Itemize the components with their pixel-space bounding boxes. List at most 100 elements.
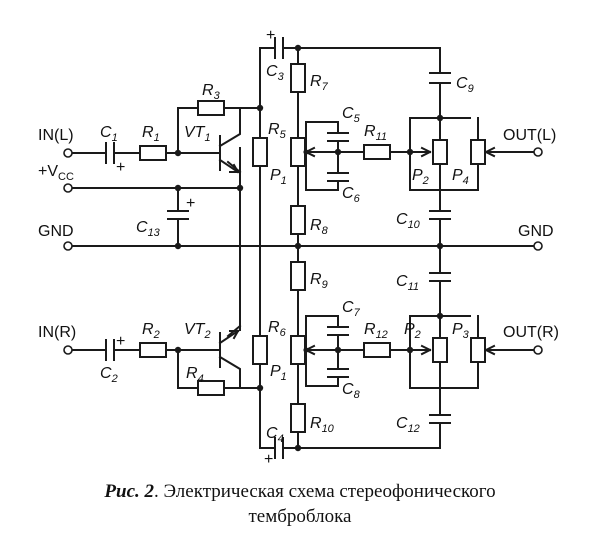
- potentiometer-p4: [470, 139, 486, 165]
- polarity-c13: +: [186, 195, 195, 212]
- label-p3: P3: [452, 321, 470, 341]
- capacitor-c5: [327, 132, 349, 142]
- capacitor-c6: [327, 172, 349, 182]
- label-p4: P4: [452, 167, 469, 187]
- label-vt1: VT1: [184, 124, 211, 144]
- polarity-marks: + + + + +: [116, 27, 275, 468]
- capacitor-c1: [105, 142, 115, 164]
- capacitor-c11: [429, 272, 451, 282]
- capacitor-c2: [105, 339, 115, 361]
- label-r12: R12: [364, 321, 388, 341]
- label-r6: R6: [268, 319, 287, 339]
- terminal-gnd-left: [63, 241, 73, 251]
- label-c11: C11: [396, 273, 419, 293]
- capacitor-c3: [274, 37, 284, 59]
- terminal-in-right: [63, 345, 73, 355]
- resistor-r9: [290, 261, 306, 291]
- resistor-r11: [363, 144, 391, 160]
- caption-line-2: темброблока: [248, 506, 352, 527]
- polarity-c2: +: [116, 333, 125, 350]
- label-r10: R10: [310, 415, 335, 435]
- resistor-r10: [290, 403, 306, 433]
- label-r4: R4: [186, 365, 204, 385]
- resistor-r2: [139, 342, 167, 358]
- label-c13: C13: [136, 219, 161, 239]
- label-r2: R2: [142, 321, 160, 341]
- label-vt2: VT2: [184, 321, 211, 341]
- potentiometer-p3: [470, 337, 486, 363]
- resistor-r1: [139, 145, 167, 161]
- label-p2-bottom: P2: [404, 321, 421, 341]
- component-labels: C1 R1 R3 VT1 R5 C3 R7 C5 R11 C9 P1 C6 P2…: [100, 63, 474, 445]
- label-r5: R5: [268, 121, 287, 141]
- terminal-vcc: [63, 183, 73, 193]
- terminal-out-right: [533, 345, 543, 355]
- wires: [69, 47, 537, 449]
- polarity-c4: +: [264, 451, 273, 468]
- label-c9: C9: [456, 75, 474, 95]
- terminal-out-left: [533, 147, 543, 157]
- capacitor-c10: [429, 210, 451, 220]
- polarity-c1: +: [116, 159, 125, 176]
- junction-dots: [174, 44, 444, 452]
- resistor-r6: [252, 335, 268, 365]
- label-r3: R3: [202, 82, 221, 102]
- resistor-r3: [197, 100, 225, 116]
- potentiometer-p1-top: [290, 137, 306, 167]
- label-gnd-left: GND: [38, 223, 74, 240]
- potentiometers: [290, 137, 496, 365]
- label-c5: C5: [342, 105, 361, 125]
- caption-line-1: . Электрическая схема стереофонического: [154, 481, 496, 502]
- label-p1-bottom: P1: [270, 363, 287, 383]
- capacitors: [105, 37, 451, 459]
- resistor-r4: [197, 380, 225, 396]
- terminal-in-left: [63, 148, 73, 158]
- label-in-right: IN(R): [38, 324, 76, 341]
- label-vcc: +VCC: [38, 163, 74, 183]
- label-c10: C10: [396, 211, 421, 231]
- label-p2-top: P2: [412, 167, 429, 187]
- resistor-r7: [290, 63, 306, 93]
- label-r7: R7: [310, 73, 329, 93]
- label-c2: C2: [100, 365, 118, 385]
- potentiometer-p2-top: [432, 139, 448, 165]
- potentiometer-p1-bottom: [290, 335, 306, 365]
- polarity-c3: +: [266, 27, 275, 44]
- transistor-vt1: [218, 107, 241, 174]
- label-out-right: OUT(R): [503, 324, 559, 341]
- figure-caption-line-2: темброблока: [0, 505, 600, 529]
- capacitor-c8: [327, 368, 349, 378]
- figure-label: Рис. 2: [104, 481, 154, 502]
- label-in-left: IN(L): [38, 127, 74, 144]
- resistor-r8: [290, 205, 306, 235]
- transistor-vt2: [218, 329, 241, 389]
- label-c12: C12: [396, 415, 420, 435]
- label-c4: C4: [266, 425, 284, 445]
- label-p1-top: P1: [270, 167, 287, 187]
- label-c3: C3: [266, 63, 285, 83]
- capacitor-c13: [167, 210, 189, 220]
- figure-caption: Рис. 2. Электрическая схема стереофониче…: [0, 480, 600, 504]
- resistors: [139, 63, 391, 433]
- resistor-r12: [363, 342, 391, 358]
- label-c6: C6: [342, 185, 361, 205]
- terminals: [63, 147, 543, 355]
- label-r11: R11: [364, 123, 387, 143]
- label-r9: R9: [310, 271, 328, 291]
- capacitor-c7: [327, 326, 349, 336]
- terminal-labels: IN(L) +VCC GND IN(R) OUT(L) GND OUT(R): [38, 127, 559, 341]
- terminal-gnd-right: [533, 241, 543, 251]
- capacitor-c9: [429, 72, 451, 84]
- potentiometer-p2-bottom: [432, 337, 448, 363]
- capacitor-c12: [429, 414, 451, 424]
- label-c8: C8: [342, 381, 361, 401]
- capacitor-c4: [274, 437, 284, 459]
- label-out-left: OUT(L): [503, 127, 556, 144]
- label-c7: C7: [342, 299, 361, 319]
- label-r1: R1: [142, 124, 160, 144]
- label-r8: R8: [310, 217, 329, 237]
- resistor-r5: [252, 137, 268, 167]
- label-gnd-right: GND: [518, 223, 554, 240]
- label-c1: C1: [100, 124, 118, 144]
